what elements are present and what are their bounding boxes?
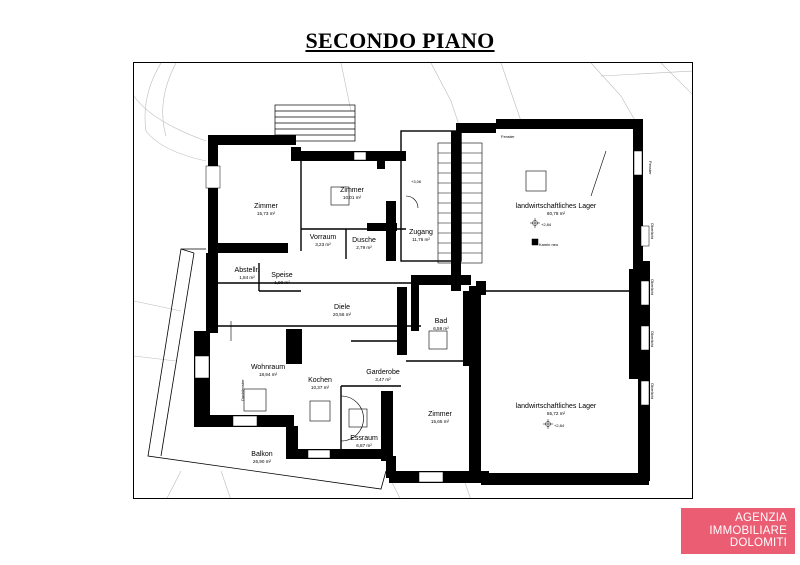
fenster-bottom-label: Fenster (498, 474, 512, 479)
room-area-garderobe: 3,47 m² (375, 377, 391, 382)
agency-logo: AGENZIA IMMOBILIARE DOLOMITI (681, 508, 795, 554)
kamin-label: Kamin neu (539, 242, 558, 247)
skylights (243, 170, 547, 428)
room-name-lager-n: landwirtschaftliches Lager (516, 203, 597, 210)
logo-line-1: AGENZIA (735, 512, 787, 524)
dachfenster-label: Dachfenster (240, 379, 245, 401)
room-area-diele: 20,56 m² (333, 312, 352, 317)
exterior-walls (194, 119, 650, 485)
fenster-top-label: Fenster (501, 134, 515, 139)
door-swings (230, 150, 607, 442)
room-area-zimmer-nw: 15,73 m² (257, 211, 276, 216)
room-area-zimmer-n: 10,01 m² (343, 195, 362, 200)
room-name-kochen: Kochen (308, 377, 332, 384)
room-area-kochen: 10,37 m² (311, 385, 330, 390)
window-markers (194, 150, 650, 483)
room-area-vorraum: 3,23 m² (315, 242, 331, 247)
room-name-diele: Diele (334, 304, 350, 311)
room-labels: Zimmer 15,73 m² Zimmer 10,01 m² Vorraum … (235, 187, 597, 464)
room-area-lager-s: 55,72 m² (547, 411, 566, 416)
room-area-balkon: 26,90 m² (253, 459, 272, 464)
room-name-speise: Speise (271, 272, 293, 279)
room-name-dusche: Dusche (352, 237, 376, 244)
floor-plan: Zimmer 15,73 m² Zimmer 10,01 m² Vorraum … (133, 62, 693, 499)
oberlicht-label-2: Oberlicht (650, 279, 655, 296)
room-name-zimmer-nw: Zimmer (254, 203, 278, 210)
room-name-zugang: Zugang (409, 229, 433, 236)
room-name-garderobe: Garderobe (366, 369, 400, 376)
room-name-essraum: Essraum (350, 435, 378, 442)
room-area-wohnraum: 18,94 m² (259, 372, 278, 377)
page-title: SECONDO PIANO (305, 28, 495, 53)
level-label-north: +2,84 (541, 222, 552, 227)
balcony-outline (147, 248, 387, 490)
room-area-zimmer-se: 15,65 m² (431, 419, 450, 424)
room-area-speise: 1,90 m² (274, 280, 290, 285)
level-label-zugang: +3,06 (411, 179, 422, 184)
room-name-lager-s: landwirtschaftliches Lager (516, 403, 597, 410)
oberlicht-label-4: Oberlicht (650, 383, 655, 400)
room-area-zugang: 11,76 m² (412, 237, 430, 242)
floor-plan-drawing: Zimmer 15,73 m² Zimmer 10,01 m² Vorraum … (134, 63, 692, 498)
oberlicht-label-3: Oberlicht (650, 331, 655, 348)
room-area-lager-n: 60,78 m² (547, 211, 566, 216)
level-markers (530, 218, 553, 429)
room-area-abstellr: 1,84 m² (239, 275, 255, 280)
logo-line-3: DOLOMITI (729, 537, 787, 549)
room-name-balkon: Balkon (251, 451, 273, 458)
logo-line-2: IMMOBILIARE (709, 524, 787, 537)
room-area-essraum: 6,87 m² (356, 443, 372, 448)
room-name-wohnraum: Wohnraum (251, 364, 285, 371)
room-name-zimmer-n: Zimmer (340, 187, 364, 194)
room-area-bad: 6,59 m² (433, 326, 449, 331)
plan-annotations: Kamin neu +2,84 +2,84 +3,06 Fenster Fens… (240, 134, 655, 479)
oberlicht-label-1: Oberlicht (650, 223, 655, 240)
room-name-abstellr: Abstellr. (235, 267, 260, 274)
fenster-right-label: Fenster (648, 161, 653, 175)
room-name-vorraum: Vorraum (310, 234, 337, 241)
room-name-zimmer-se: Zimmer (428, 411, 452, 418)
room-name-bad: Bad (435, 318, 448, 325)
level-label-south: +2,84 (554, 423, 565, 428)
room-area-dusche: 2,79 m² (356, 245, 372, 250)
